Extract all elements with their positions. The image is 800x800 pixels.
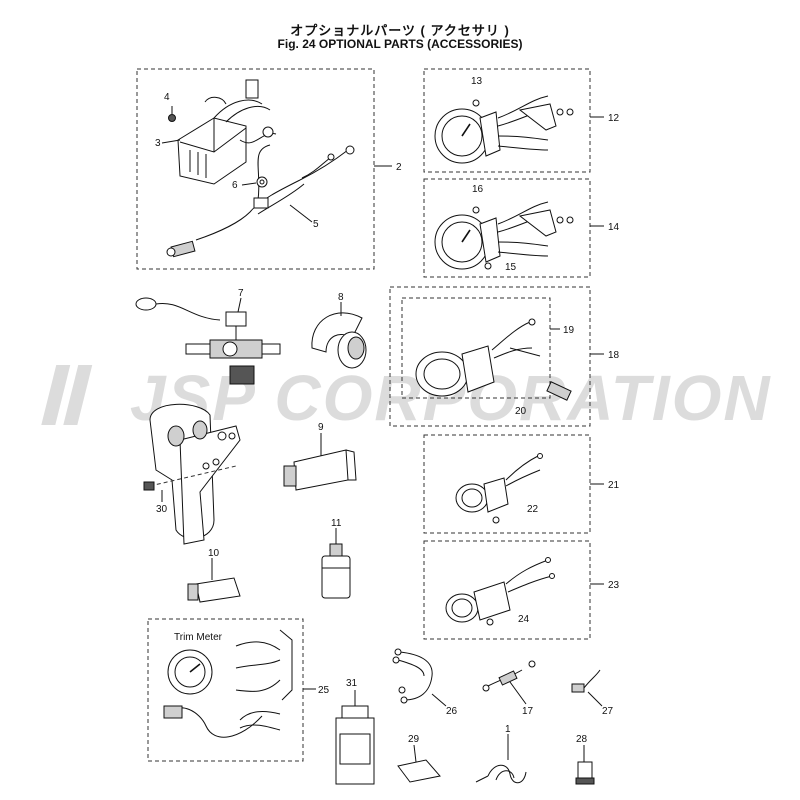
trim-meter-25 bbox=[163, 629, 293, 738]
gauge-23 bbox=[445, 557, 555, 626]
callout-24: 24 bbox=[518, 614, 530, 625]
callout-25: 25 bbox=[318, 685, 330, 696]
callout-14: 14 bbox=[608, 222, 620, 233]
callout-1: 1 bbox=[505, 724, 511, 735]
callout-16: 16 bbox=[472, 184, 484, 195]
gauge-21 bbox=[455, 453, 543, 524]
leader-17 bbox=[509, 681, 527, 705]
callout-13: 13 bbox=[471, 76, 483, 87]
leader-7 bbox=[237, 297, 242, 313]
panel-21-border bbox=[423, 434, 591, 534]
tube-10 bbox=[187, 577, 241, 603]
lead-26 bbox=[392, 648, 433, 704]
callout-18: 18 bbox=[608, 350, 620, 361]
callout-31: 31 bbox=[346, 678, 358, 689]
callout-26: 26 bbox=[446, 706, 458, 717]
lead-27 bbox=[571, 669, 601, 693]
title-japanese: オプショナルパーツ ( アクセサリ ) bbox=[290, 23, 510, 38]
leader-6 bbox=[241, 182, 257, 186]
callout-3: 3 bbox=[155, 138, 161, 149]
callout-4: 4 bbox=[164, 92, 170, 103]
callout-23: 23 bbox=[608, 580, 620, 591]
gauge-19 bbox=[415, 318, 541, 397]
callout-28: 28 bbox=[576, 734, 588, 745]
socket-8 bbox=[311, 312, 367, 369]
callout-29: 29 bbox=[408, 734, 420, 745]
callout-5: 5 bbox=[313, 219, 319, 230]
bolt-4 bbox=[168, 106, 176, 122]
leader-3 bbox=[161, 139, 181, 144]
pad-29 bbox=[397, 759, 441, 783]
grease-tube-9 bbox=[283, 449, 357, 491]
title-english: Fig. 24 OPTIONAL PARTS (ACCESSORIES) bbox=[277, 37, 523, 51]
callout-11: 11 bbox=[331, 518, 342, 529]
callout-12: 12 bbox=[608, 113, 620, 124]
fuel-valve-7 bbox=[135, 297, 281, 385]
callout-20: 20 bbox=[515, 406, 527, 417]
panel-25-border bbox=[147, 618, 304, 762]
callout-17: 17 bbox=[522, 706, 534, 717]
bottle-31 bbox=[335, 705, 375, 785]
leader-26 bbox=[431, 693, 447, 707]
panel-14-border bbox=[423, 178, 591, 278]
harness-5 bbox=[166, 144, 355, 258]
panel-18-border bbox=[389, 286, 591, 427]
rectifier-regulator bbox=[177, 79, 277, 185]
can-11 bbox=[321, 543, 351, 599]
clip-6 bbox=[256, 176, 268, 188]
leader-5 bbox=[289, 204, 313, 223]
panel-12-border bbox=[423, 68, 591, 173]
callout-21: 21 bbox=[608, 480, 620, 491]
lead-17 bbox=[482, 660, 536, 692]
meter-14 bbox=[434, 201, 574, 270]
callout-9: 9 bbox=[318, 422, 324, 433]
panel-2-border bbox=[136, 68, 375, 270]
callout-6: 6 bbox=[232, 180, 238, 191]
callout-27: 27 bbox=[602, 706, 614, 717]
leader-27 bbox=[587, 691, 603, 707]
leader-29 bbox=[413, 744, 417, 763]
callout-7: 7 bbox=[238, 288, 244, 299]
callout-10: 10 bbox=[208, 548, 220, 559]
callout-2: 2 bbox=[396, 162, 402, 173]
plug-28 bbox=[575, 761, 595, 785]
connector-20 bbox=[546, 381, 572, 401]
callout-15: 15 bbox=[505, 262, 517, 273]
panel-23-border bbox=[423, 540, 591, 640]
callout-8: 8 bbox=[338, 292, 344, 303]
callout-30: 30 bbox=[156, 504, 168, 515]
spring-1 bbox=[475, 764, 527, 784]
callout-19: 19 bbox=[563, 325, 575, 336]
panel-19-border bbox=[401, 297, 551, 399]
bracket-30 bbox=[143, 403, 241, 545]
callout-22: 22 bbox=[527, 504, 539, 515]
meter-12 bbox=[434, 95, 574, 164]
trim-meter-label: Trim Meter bbox=[174, 632, 223, 643]
